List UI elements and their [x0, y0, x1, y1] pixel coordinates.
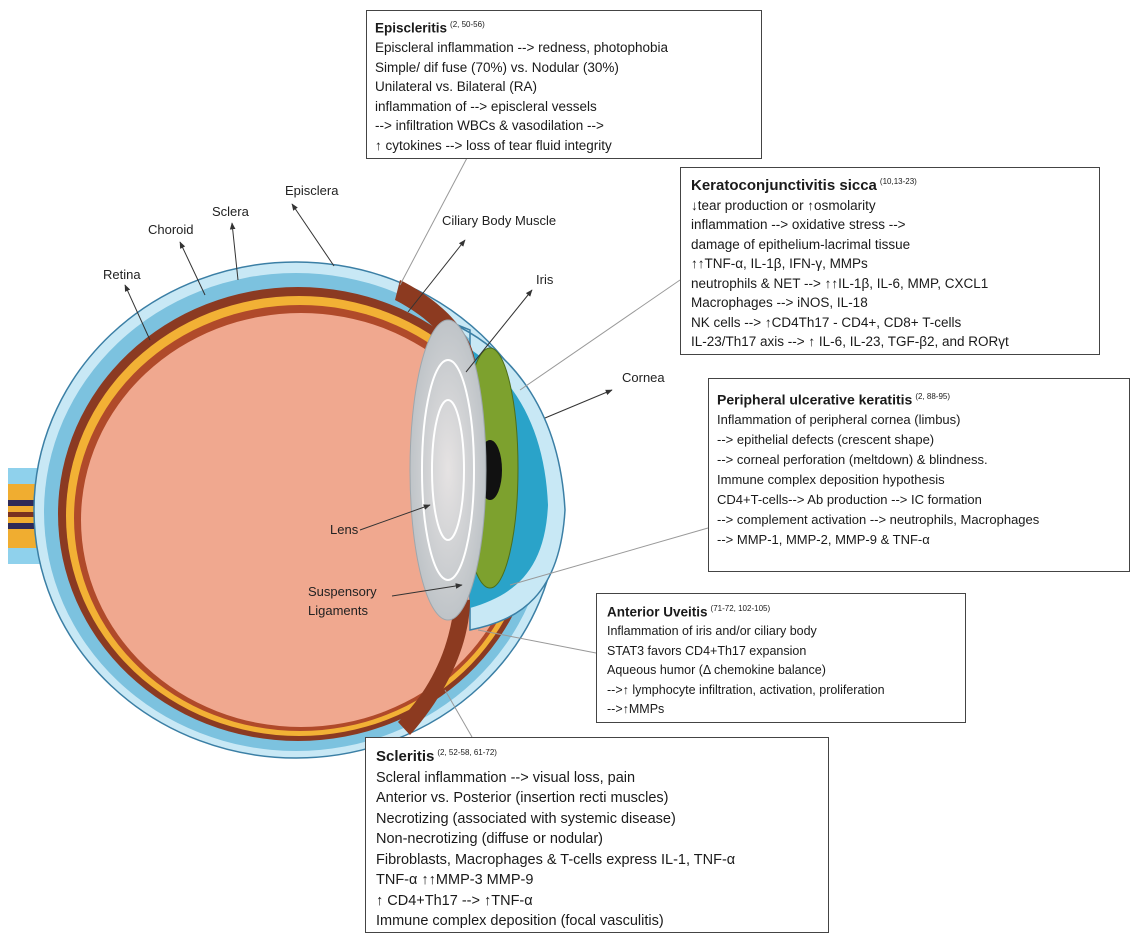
puk-box: Peripheral ulcerative keratitis(2, 88-95…	[708, 378, 1130, 572]
text-line: Aqueous humor (Δ chemokine balance)	[607, 661, 955, 681]
sclera-label: Sclera	[212, 204, 249, 219]
text-line: Anterior vs. Posterior (insertion recti …	[376, 788, 818, 809]
text-line: -->↑ lymphocyte infiltration, activation…	[607, 681, 955, 701]
episcleritis-title: Episcleritis(2, 50-56)	[375, 15, 753, 38]
text-line: --> MMP-1, MMP-2, MMP-9 & TNF-α	[717, 530, 1121, 550]
text-line: neutrophils & NET --> ↑↑IL-1β, IL-6, MMP…	[691, 274, 1089, 294]
episclera-arrow	[292, 204, 334, 266]
scleritis-box: Scleritis(2, 52-58, 61-72) Scleral infla…	[365, 737, 829, 933]
text-line: ↓tear production or ↑osmolarity	[691, 196, 1089, 216]
text-line: inflammation of --> episcleral vessels	[375, 97, 753, 117]
text-line: CD4+T-cells--> Ab production --> IC form…	[717, 490, 1121, 510]
text-line: NK cells --> ↑CD4Th17 - CD4+, CD8+ T-cel…	[691, 313, 1089, 333]
puk-title: Peripheral ulcerative keratitis(2, 88-95…	[717, 387, 1121, 410]
text-line: Immune complex deposition (focal vasculi…	[376, 911, 818, 932]
text-line: TNF-α ↑↑MMP-3 MMP-9	[376, 870, 818, 891]
suspensory-label: Suspensory	[308, 584, 377, 599]
text-line: Unilateral vs. Bilateral (RA)	[375, 77, 753, 97]
episcleritis-box: Episcleritis(2, 50-56) Episcleral inflam…	[366, 10, 762, 159]
text-line: --> infiltration WBCs & vasodilation -->	[375, 116, 753, 136]
cornea-arrow	[545, 390, 612, 418]
text-line: Immune complex deposition hypothesis	[717, 470, 1121, 490]
scleritis-title: Scleritis(2, 52-58, 61-72)	[376, 743, 818, 768]
text-line: Fibroblasts, Macrophages & T-cells expre…	[376, 850, 818, 871]
text-line: Simple/ dif fuse (70%) vs. Nodular (30%)	[375, 58, 753, 78]
text-line: -->↑MMPs	[607, 700, 955, 720]
episclera-label: Episclera	[285, 183, 338, 198]
text-line: Macrophages --> iNOS, IL-18	[691, 293, 1089, 313]
lens-label: Lens	[330, 522, 358, 537]
text-line: --> epithelial defects (crescent shape)	[717, 430, 1121, 450]
text-line: Necrotizing (associated with systemic di…	[376, 809, 818, 830]
text-line: ↑↑TNF-α, IL-1β, IFN-γ, MMPs	[691, 254, 1089, 274]
text-line: ↑ cytokines --> loss of tear fluid integ…	[375, 136, 753, 156]
anterior-uveitis-box: Anterior Uveitis(71-72, 102-105) Inflamm…	[596, 593, 966, 723]
text-line: IL-23/Th17 axis --> ↑ IL-6, IL-23, TGF-β…	[691, 332, 1089, 352]
uveitis-title: Anterior Uveitis(71-72, 102-105)	[607, 599, 955, 622]
text-line: Non-necrotizing (diffuse or nodular)	[376, 829, 818, 850]
iris-label: Iris	[536, 272, 553, 287]
text-line: Scleral inflammation --> visual loss, pa…	[376, 768, 818, 789]
text-line: inflammation --> oxidative stress -->	[691, 215, 1089, 235]
text-line: STAT3 favors CD4+Th17 expansion	[607, 642, 955, 662]
ciliary-body-muscle-label: Ciliary Body Muscle	[442, 213, 556, 228]
text-line: ↑ CD4+Th17 --> ↑TNF-α	[376, 891, 818, 912]
text-line: --> complement activation --> neutrophil…	[717, 510, 1121, 530]
retina-label: Retina	[103, 267, 141, 282]
cornea-label: Cornea	[622, 370, 665, 385]
kcs-title: Keratoconjunctivitis sicca(10,13-23)	[691, 172, 1089, 196]
ligaments-label: Ligaments	[308, 603, 368, 618]
text-line: Episcleral inflammation --> redness, pho…	[375, 38, 753, 58]
text-line: damage of epithelium-lacrimal tissue	[691, 235, 1089, 255]
text-line: Inflammation of iris and/or ciliary body	[607, 622, 955, 642]
text-line: Inflammation of peripheral cornea (limbu…	[717, 410, 1121, 430]
kcs-box: Keratoconjunctivitis sicca(10,13-23) ↓te…	[680, 167, 1100, 355]
text-line: --> corneal perforation (meltdown) & bli…	[717, 450, 1121, 470]
choroid-label: Choroid	[148, 222, 194, 237]
